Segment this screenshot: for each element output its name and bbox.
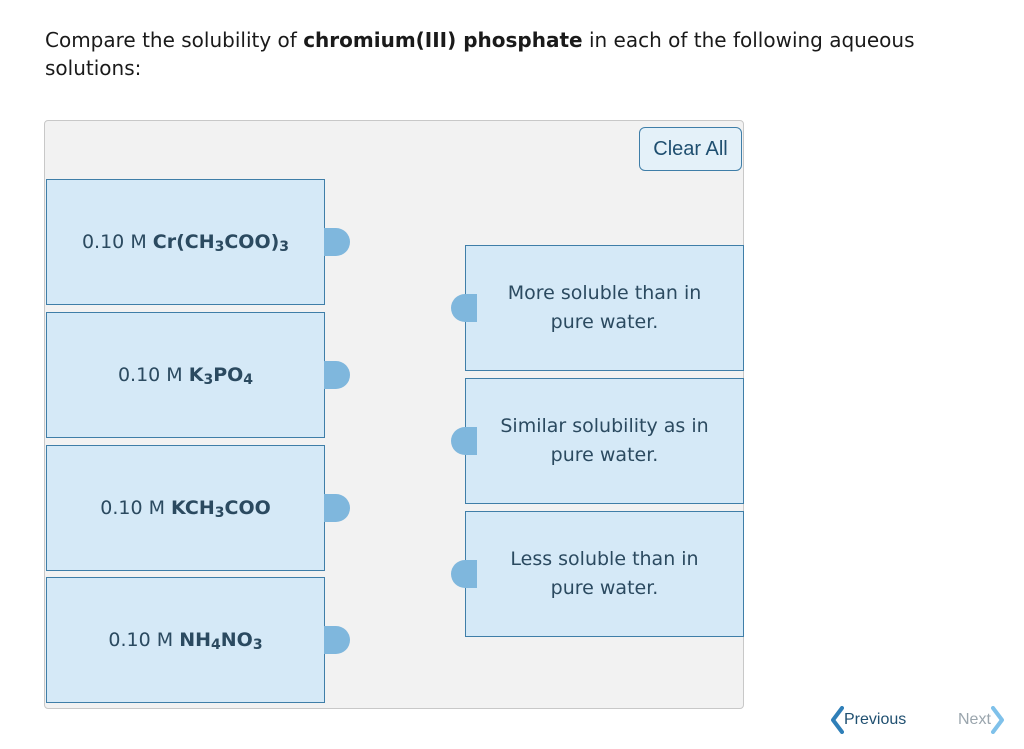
- connector-knob[interactable]: [324, 626, 350, 654]
- connector-knob[interactable]: [324, 494, 350, 522]
- solution-label: 0.10 M NH4NO3: [108, 628, 263, 653]
- solution-card-k3po4[interactable]: 0.10 M K3PO4: [46, 312, 325, 438]
- solution-label: 0.10 M KCH3COO: [100, 496, 271, 521]
- next-button[interactable]: Next: [958, 706, 1005, 734]
- previous-label: Previous: [844, 711, 907, 728]
- question-compound: chromium(III) phosphate: [303, 28, 583, 52]
- connector-knob[interactable]: [451, 294, 477, 322]
- connector-knob[interactable]: [451, 427, 477, 455]
- connector-knob[interactable]: [324, 361, 350, 389]
- solution-card-cr-acetate[interactable]: 0.10 M Cr(CH3COO)3: [46, 179, 325, 305]
- solution-card-nh4no3[interactable]: 0.10 M NH4NO3: [46, 577, 325, 703]
- question-prefix: Compare the solubility of: [45, 28, 304, 52]
- previous-button[interactable]: Previous: [830, 706, 906, 734]
- chevron-right-icon: [990, 706, 1004, 734]
- question-suffix: in each of the following aqueous solutio…: [45, 28, 915, 80]
- solution-label: 0.10 M Cr(CH3COO)3: [81, 230, 290, 255]
- clear-all-button[interactable]: Clear All: [639, 127, 742, 171]
- solution-card-kch3coo[interactable]: 0.10 M KCH3COO: [46, 445, 325, 571]
- chevron-left-icon: [831, 706, 844, 734]
- connector-knob[interactable]: [324, 228, 350, 256]
- solution-label: 0.10 M K3PO4: [117, 363, 254, 388]
- next-label: Next: [958, 711, 991, 728]
- question-text: Compare the solubility of chromium(III) …: [45, 26, 995, 82]
- connector-knob[interactable]: [451, 560, 477, 588]
